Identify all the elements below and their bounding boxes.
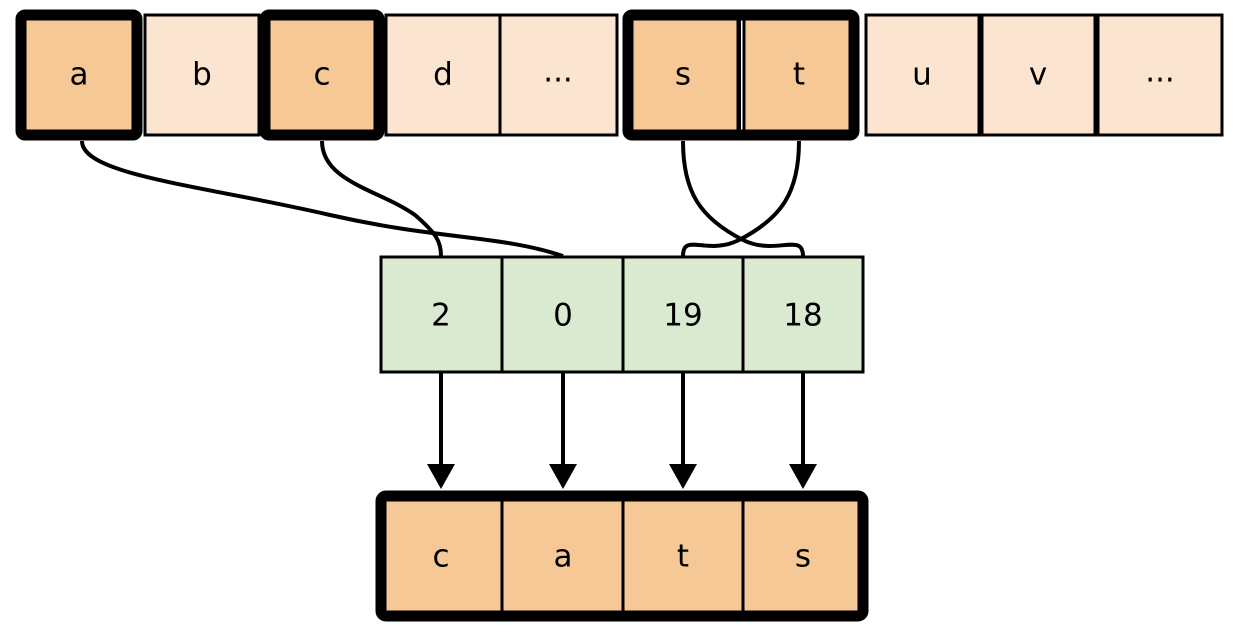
- connector-t-to-19: [681, 140, 801, 257]
- alphabet-cell-label-6: t: [793, 57, 805, 93]
- arrow-head-0: [427, 464, 455, 489]
- result-cell-label-1: a: [554, 539, 573, 575]
- alphabet-selection-outline-a: [15, 9, 143, 141]
- result-row: c a t s: [375, 490, 869, 622]
- alphabet-cell-7[interactable]: [864, 13, 981, 137]
- index-row: 2 0 19 18: [379, 255, 865, 374]
- result-row-outline: [375, 490, 869, 622]
- alphabet-cell-4[interactable]: [498, 13, 619, 137]
- alphabet-cell-8[interactable]: [980, 13, 1097, 137]
- result-cell-label-3: s: [795, 539, 811, 575]
- connector-a-to-0: [80, 140, 564, 258]
- connector-curves: [80, 140, 805, 258]
- index-to-result-arrows: [427, 373, 817, 489]
- connector-c-to-2: [320, 140, 443, 257]
- arrow-head-3: [789, 464, 817, 489]
- index-cell-1[interactable]: [500, 255, 625, 374]
- alphabet-cell-1[interactable]: [143, 13, 261, 137]
- index-cell-value-3: 18: [783, 298, 822, 334]
- alphabet-cell-9[interactable]: [1096, 13, 1224, 137]
- alphabet-cell-label-8: v: [1029, 57, 1047, 93]
- alphabet-cell-label-5: s: [675, 57, 691, 93]
- alphabet-cell-label-9: ...: [1145, 54, 1175, 90]
- index-cell-value-1: 0: [553, 298, 573, 334]
- index-cell-3[interactable]: [741, 255, 865, 374]
- result-cell-label-2: t: [677, 539, 689, 575]
- index-cell-2[interactable]: [621, 255, 745, 374]
- alphabet-selection-outline-c: [259, 9, 385, 141]
- alphabet-cell-label-7: u: [912, 57, 932, 93]
- alphabet-selection-outline-st: [622, 9, 860, 141]
- arrow-head-1: [549, 464, 577, 489]
- alphabet-cell-label-0: a: [70, 57, 89, 93]
- alphabet-row: a b c d ... s t u v ...: [15, 9, 1224, 141]
- index-cell-0[interactable]: [379, 255, 504, 374]
- alphabet-cell-label-4: ...: [543, 54, 573, 90]
- result-cell-label-0: c: [432, 539, 449, 575]
- alphabet-cell-label-3: d: [433, 57, 453, 93]
- alphabet-cell-label-1: b: [192, 57, 212, 93]
- index-cell-value-0: 2: [431, 298, 451, 334]
- alphabet-cell-label-2: c: [313, 57, 330, 93]
- arrow-head-2: [669, 464, 697, 489]
- index-cell-value-2: 19: [663, 298, 702, 334]
